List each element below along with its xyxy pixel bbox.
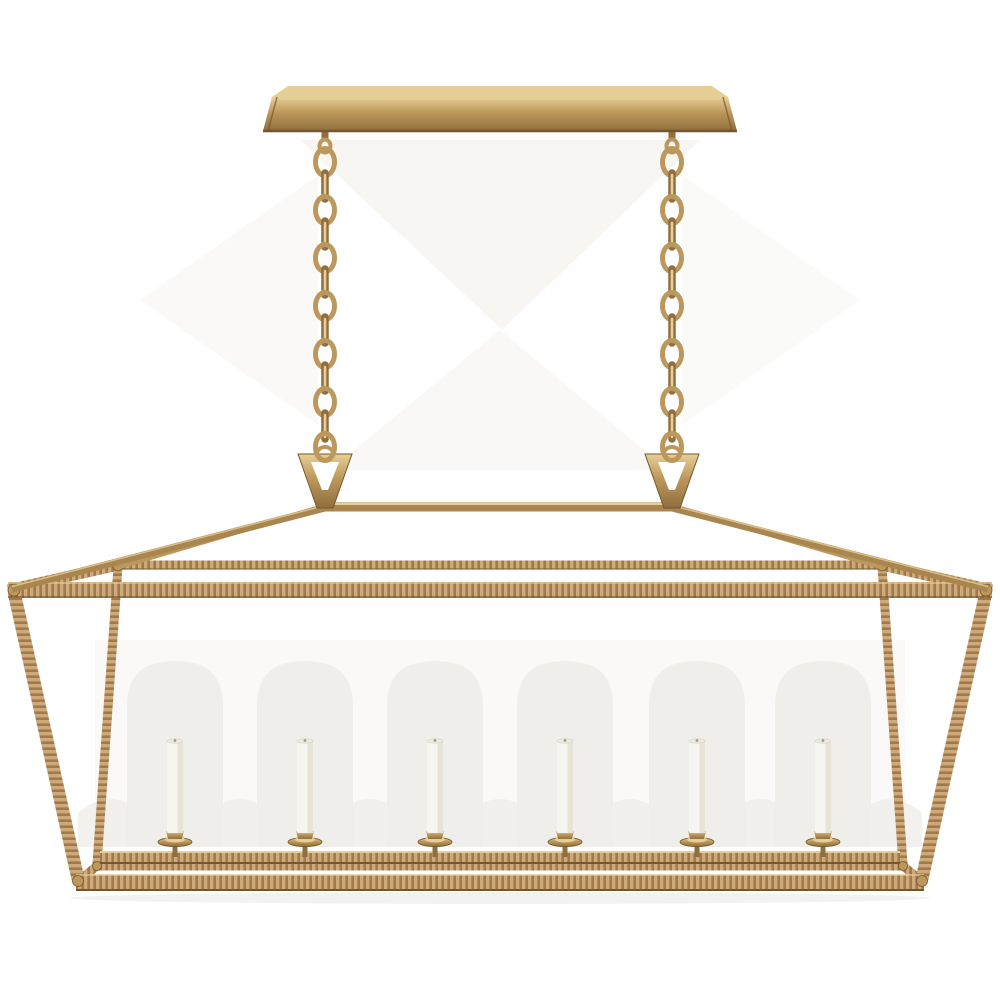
front-left-post bbox=[7, 590, 85, 881]
candle-rail bbox=[100, 851, 900, 864]
back-left-post bbox=[92, 566, 123, 865]
chain-left bbox=[316, 149, 335, 461]
chain-right bbox=[663, 149, 682, 461]
background-artifacts bbox=[78, 140, 922, 847]
yoke-left bbox=[296, 445, 354, 510]
canopy-fittings bbox=[317, 131, 680, 155]
yoke-right bbox=[643, 445, 701, 510]
cage-frame-front bbox=[7, 560, 993, 904]
back-right-post bbox=[877, 566, 908, 865]
roof-rails bbox=[11, 502, 989, 593]
canopy bbox=[263, 86, 737, 133]
front-right-post bbox=[915, 590, 993, 881]
